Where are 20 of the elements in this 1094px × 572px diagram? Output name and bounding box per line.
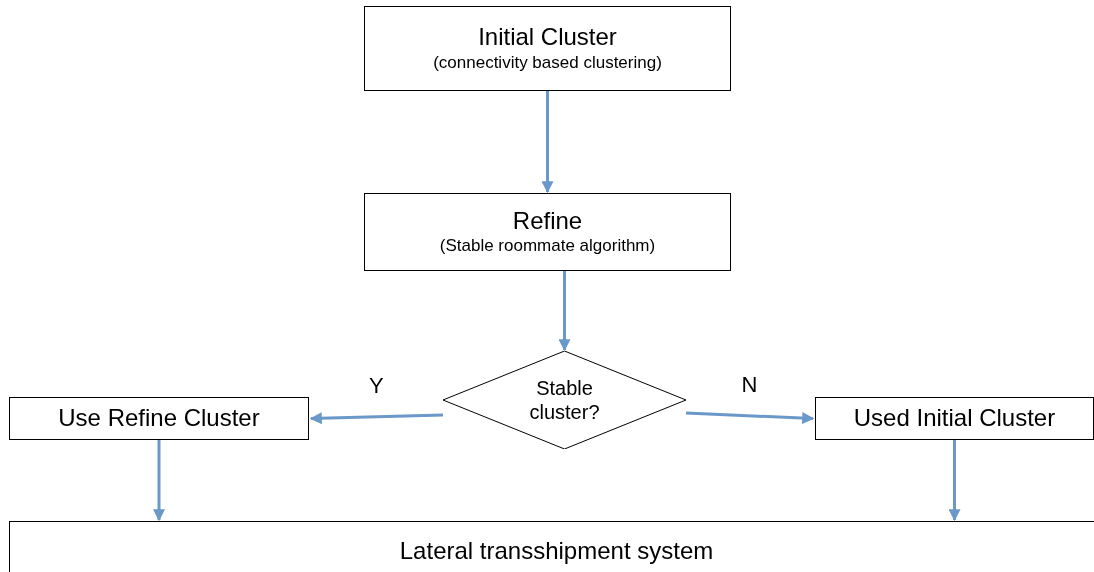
arrow <box>948 440 961 522</box>
arrow <box>541 91 554 194</box>
arrow <box>685 411 815 425</box>
node-subtitle: (connectivity based clustering) <box>433 51 662 74</box>
process-box <box>364 6 731 91</box>
node-title: Initial Cluster <box>478 23 617 52</box>
process-box <box>815 397 1094 440</box>
arrow <box>153 440 165 522</box>
node-title: Refine <box>512 206 583 236</box>
arrow <box>558 271 571 352</box>
node-title: Stable cluster? <box>528 376 601 424</box>
arrow <box>309 412 444 425</box>
node-title: Used Initial Cluster <box>853 404 1056 433</box>
node-title: Use Refine Cluster <box>58 404 260 433</box>
process-box <box>9 397 309 440</box>
process-box <box>364 193 731 271</box>
node-title: Lateral transshipment system <box>399 536 714 566</box>
node-subtitle: (Stable roommate algorithm) <box>439 235 656 258</box>
decision-node <box>443 351 686 449</box>
process-box <box>9 521 1094 572</box>
